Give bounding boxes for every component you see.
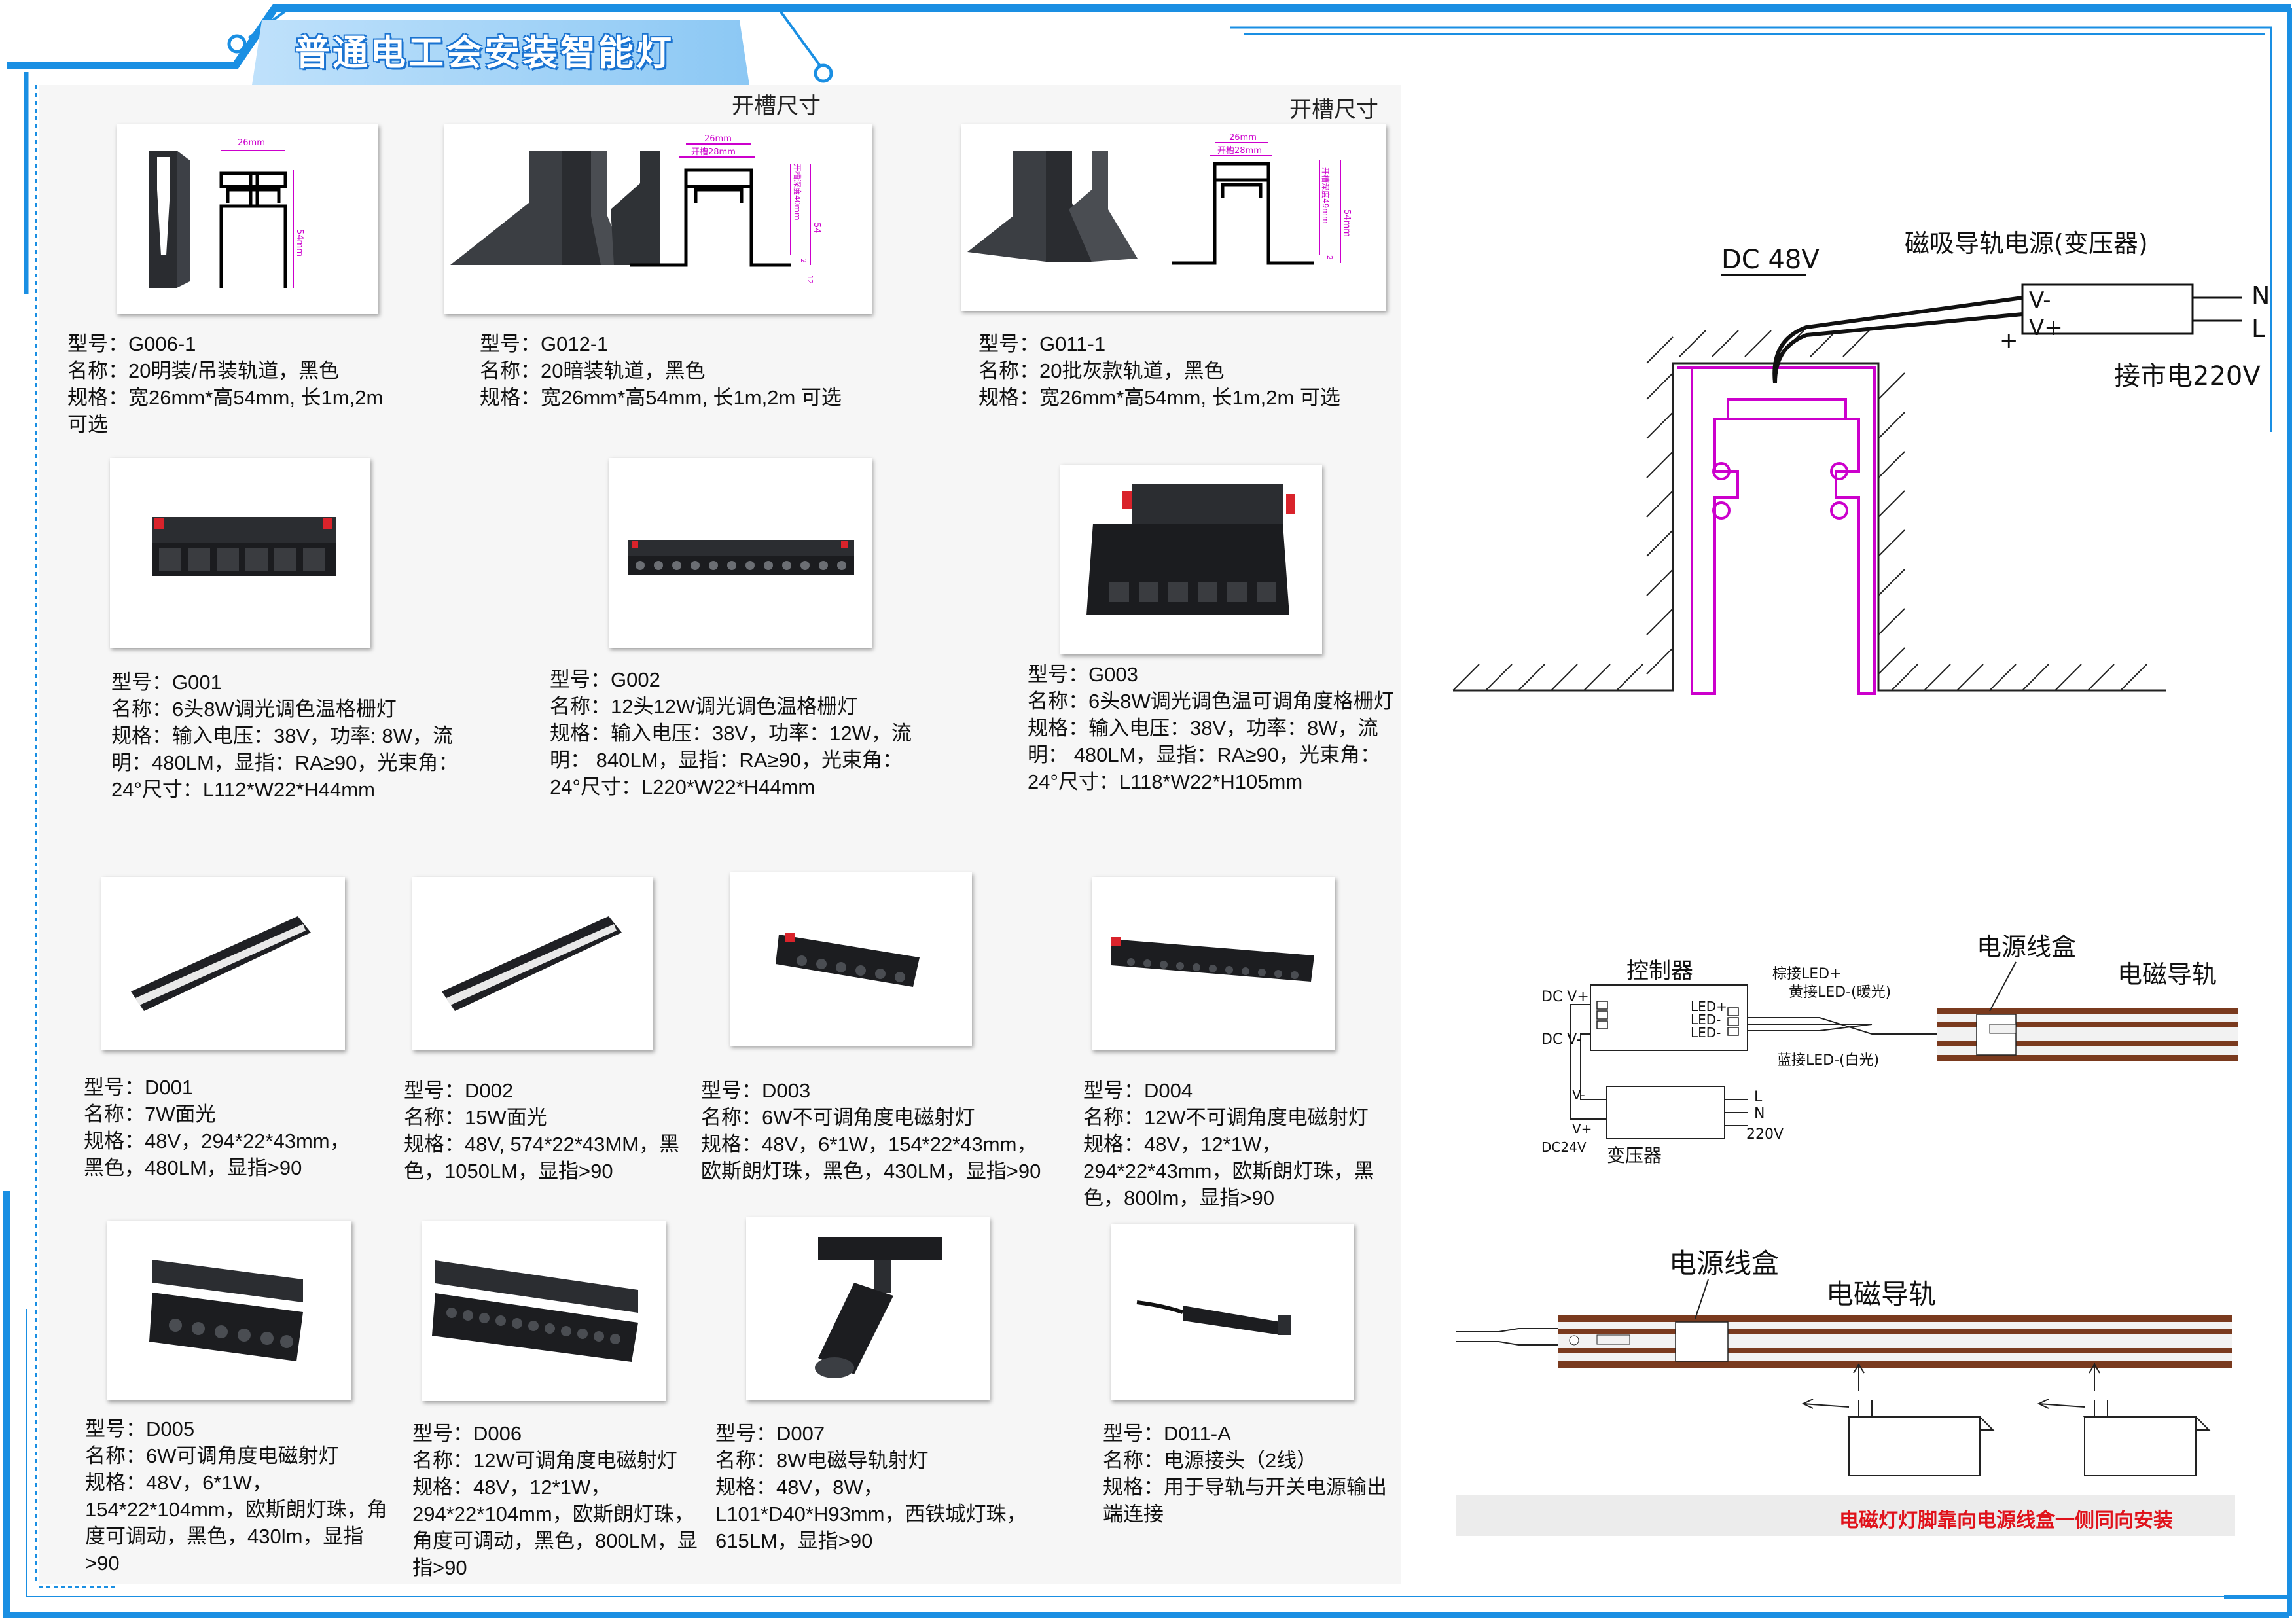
- l-label: L: [1754, 1089, 1763, 1105]
- brown-wire-label: 棕接LED+: [1772, 966, 1842, 982]
- product-image-d005: [107, 1221, 351, 1400]
- minus-label: -: [2003, 286, 2011, 312]
- blue-wire-label: 蓝接LED-(白光): [1777, 1052, 1879, 1069]
- dim-label: 2: [1325, 255, 1334, 260]
- ledp-label: LED+: [1691, 999, 1727, 1014]
- tv-plus-label: V+: [1572, 1121, 1592, 1137]
- product-image-d007: [746, 1217, 990, 1400]
- l-label: L: [2251, 314, 2265, 343]
- dcplus-label: DC V+: [1541, 989, 1589, 1005]
- dim-label: 26mm: [704, 134, 732, 144]
- page-title: 普通电工会安装智能灯: [295, 32, 674, 73]
- product-image-g006: 26mm 54mm: [117, 124, 378, 314]
- plus-label: +: [2000, 328, 2018, 354]
- rail-label: 电磁导轨: [2117, 960, 2217, 989]
- dc48v-label: DC 48V: [1721, 245, 1820, 275]
- vminus-label: V-: [2029, 287, 2051, 313]
- dim-label: 开槽28mm: [691, 147, 736, 157]
- ledm2-label: LED-: [1691, 1025, 1721, 1041]
- product-image-d002: [412, 877, 653, 1050]
- rail-label: 电磁导轨: [1826, 1278, 1936, 1310]
- product-image-g012: 26mm 开槽28mm 开槽深度40mm 54 2 12: [444, 124, 872, 314]
- mains-label: 接市电220V: [2114, 361, 2261, 391]
- dim-label: 开槽深度40mm: [793, 164, 802, 221]
- psu-box-label: 电源线盒: [1669, 1247, 1779, 1279]
- yellow-wire-label: 黄接LED-(暖光): [1789, 984, 1891, 1001]
- dc24-label: DC24V: [1541, 1139, 1587, 1155]
- product-image-g011: 26mm 开槽28mm 开槽深度49mm 54mm 2: [961, 124, 1386, 311]
- product-image-g003: [1060, 465, 1322, 654]
- dim-label: 12: [806, 275, 814, 284]
- dim-label: 54: [812, 223, 821, 234]
- dcminus-label: DC V-: [1541, 1031, 1581, 1048]
- n-label: N: [1754, 1105, 1765, 1122]
- dim-label: 2: [799, 259, 808, 263]
- ledm1-label: LED-: [1691, 1012, 1721, 1027]
- psu-label: 磁吸导轨电源(变压器): [1905, 229, 2148, 258]
- slot-label-1: 开槽尺寸: [732, 93, 821, 119]
- product-image-d003: [730, 872, 972, 1046]
- note-bar: [1456, 1495, 2235, 1536]
- controller-label: 控制器: [1626, 958, 1693, 984]
- product-image-d001: [101, 877, 345, 1050]
- dim-label: 54mm: [295, 229, 304, 257]
- transformer-label: 变压器: [1607, 1145, 1662, 1166]
- title-banner: [252, 20, 749, 85]
- dim-label: 开槽28mm: [1217, 146, 1262, 156]
- dim-label: 26mm: [238, 138, 265, 148]
- dim-label: 54mm: [1342, 209, 1352, 237]
- psu-box-label: 电源线盒: [1977, 933, 2076, 961]
- slot-label-2: 开槽尺寸: [1289, 97, 1378, 123]
- product-image-d011a: [1111, 1224, 1354, 1400]
- tv-minus-label: V-: [1572, 1087, 1585, 1103]
- rail-wiring-diagram: DC 48V 磁吸导轨电源(变压器) V- V+ - + N L 接市电220V: [1452, 229, 2270, 695]
- product-image-g002: [609, 458, 872, 648]
- product-image-d006: [422, 1221, 666, 1401]
- vplus-label: V+: [2029, 315, 2063, 341]
- n-label: N: [2251, 281, 2270, 310]
- dim-label: 开槽深度49mm: [1321, 167, 1331, 224]
- product-image-g001: [110, 458, 370, 648]
- rail-install-diagram: 电源线盒 电磁导轨: [1456, 1247, 2232, 1476]
- product-image-d004: [1092, 877, 1335, 1050]
- v220-label: 220V: [1746, 1126, 1784, 1143]
- dim-label: 26mm: [1229, 133, 1257, 143]
- install-note: 电磁灯灯脚靠向电源线盒一侧同向安装: [1839, 1509, 2173, 1532]
- controller-wiring-diagram: 控制器 电源线盒 电磁导轨 DC V+ DC V- LED+ LED- LED-…: [1541, 933, 2238, 1166]
